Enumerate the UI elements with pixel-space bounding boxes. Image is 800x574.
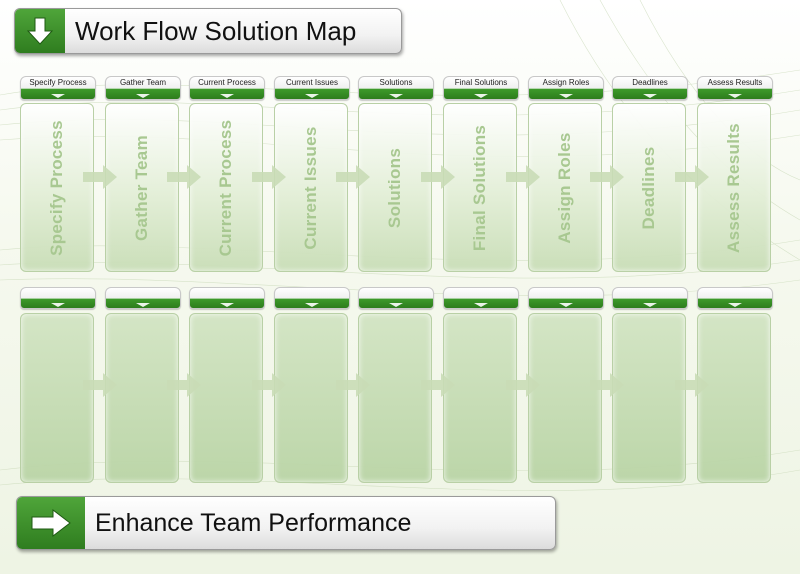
step-label: Current Process	[216, 119, 235, 256]
step-box: Gather Team	[105, 103, 179, 272]
header-notch-icon	[474, 303, 488, 307]
flow-arrow-icon	[421, 165, 455, 189]
column-header: Assess Results	[697, 76, 773, 100]
column-header-label: Current Process	[198, 78, 256, 87]
flow-arrow-icon	[167, 373, 201, 397]
step-label: Gather Team	[132, 134, 151, 241]
column-header-blank	[105, 287, 181, 309]
column-header-label: Current Issues	[285, 78, 339, 87]
step-box: Solutions	[358, 103, 432, 272]
column-header: Current Issues	[274, 76, 350, 100]
step-box: Specify Process	[20, 103, 94, 272]
column-header: Solutions	[358, 76, 434, 100]
column-header-label: Solutions	[379, 78, 413, 87]
step-box: Assign Roles	[528, 103, 602, 272]
page-title: Work Flow Solution Map	[75, 15, 357, 46]
column-header: Specify Process	[20, 76, 96, 100]
column-header-blank	[358, 287, 434, 309]
step-box: Deadlines	[612, 103, 686, 272]
column-header-label: Gather Team	[119, 78, 167, 87]
step-box-blank	[274, 313, 348, 483]
column-header-blank	[20, 287, 96, 309]
step-label: Specify Process	[47, 119, 66, 256]
column-header-label: Deadlines	[632, 78, 668, 87]
header-notch-icon	[728, 303, 742, 307]
step-label: Assign Roles	[555, 131, 574, 244]
footer-banner: Enhance Team Performance	[16, 496, 556, 550]
column-header-label: Assign Roles	[542, 78, 590, 87]
flow-arrow-icon	[675, 373, 709, 397]
flow-arrow-icon	[83, 373, 117, 397]
step-box-blank	[20, 313, 94, 483]
column-header-blank	[189, 287, 265, 309]
header-notch-icon	[220, 94, 234, 98]
column-header-label: Assess Results	[707, 78, 763, 87]
step-label: Solutions	[385, 147, 404, 228]
step-box-blank	[105, 313, 179, 483]
step-label: Current Issues	[301, 125, 320, 250]
header-notch-icon	[728, 94, 742, 98]
step-box-blank	[189, 313, 263, 483]
header-notch-icon	[305, 94, 319, 98]
step-box-blank	[612, 313, 686, 483]
column-header-blank	[697, 287, 773, 309]
column-header: Assign Roles	[528, 76, 604, 100]
step-box: Current Process	[189, 103, 263, 272]
column-header-blank	[274, 287, 350, 309]
column-header-label: Specify Process	[29, 78, 87, 87]
flow-arrow-icon	[167, 165, 201, 189]
step-box-blank	[443, 313, 517, 483]
column-header: Current Process	[189, 76, 265, 100]
step-box: Assess Results	[697, 103, 771, 272]
column-header-label: Final Solutions	[454, 78, 508, 87]
flow-arrow-icon	[252, 165, 286, 189]
header-notch-icon	[559, 94, 573, 98]
step-label: Assess Results	[724, 122, 743, 253]
step-box-blank	[358, 313, 432, 483]
flow-arrow-icon	[336, 165, 370, 189]
header-notch-icon	[220, 303, 234, 307]
header-notch-icon	[643, 303, 657, 307]
flow-arrow-icon	[252, 373, 286, 397]
footer-title: Enhance Team Performance	[95, 508, 412, 537]
header-notch-icon	[389, 303, 403, 307]
header-notch-icon	[51, 303, 65, 307]
flow-arrow-icon	[421, 373, 455, 397]
header-notch-icon	[136, 303, 150, 307]
step-box: Current Issues	[274, 103, 348, 272]
flow-arrow-icon	[83, 165, 117, 189]
column-header-blank	[443, 287, 519, 309]
column-header-blank	[612, 287, 688, 309]
flow-arrow-icon	[590, 165, 624, 189]
column-header: Deadlines	[612, 76, 688, 100]
step-label: Deadlines	[639, 145, 658, 230]
column-header-blank	[528, 287, 604, 309]
step-box: Final Solutions	[443, 103, 517, 272]
flow-arrow-icon	[590, 373, 624, 397]
title-banner: Work Flow Solution Map	[14, 8, 402, 54]
header-notch-icon	[474, 94, 488, 98]
flow-arrow-icon	[506, 165, 540, 189]
flow-arrow-icon	[675, 165, 709, 189]
header-notch-icon	[51, 94, 65, 98]
header-notch-icon	[559, 303, 573, 307]
step-label: Final Solutions	[470, 124, 489, 251]
right-arrow-icon	[17, 497, 85, 549]
down-arrow-icon	[15, 9, 65, 53]
column-header: Gather Team	[105, 76, 181, 100]
column-header: Final Solutions	[443, 76, 519, 100]
flow-arrow-icon	[336, 373, 370, 397]
header-notch-icon	[136, 94, 150, 98]
header-notch-icon	[305, 303, 319, 307]
step-box-blank	[528, 313, 602, 483]
header-notch-icon	[389, 94, 403, 98]
header-notch-icon	[643, 94, 657, 98]
flow-arrow-icon	[506, 373, 540, 397]
step-box-blank	[697, 313, 771, 483]
